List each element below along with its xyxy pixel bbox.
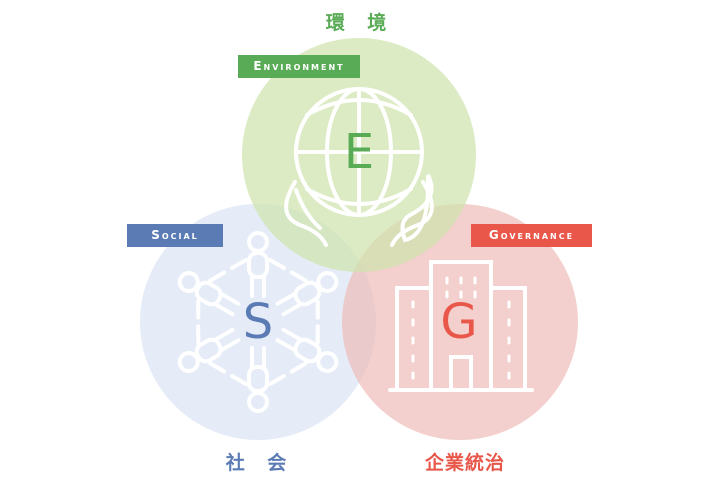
governance-tag: Governance [471, 224, 592, 247]
governance-letter: G [440, 294, 478, 350]
environment-letter: E [343, 124, 375, 180]
social-letter: S [242, 294, 274, 350]
globe-leaves-icon [284, 87, 434, 247]
social-tag: Social [127, 224, 223, 247]
people-circle-icon [165, 231, 351, 413]
social-title: 社 会 [225, 452, 295, 474]
environment-title: 環 境 [325, 12, 395, 34]
environment-tag: Environment [238, 55, 360, 78]
governance-title: 企業統治 [424, 452, 505, 474]
building-icon [388, 260, 534, 392]
